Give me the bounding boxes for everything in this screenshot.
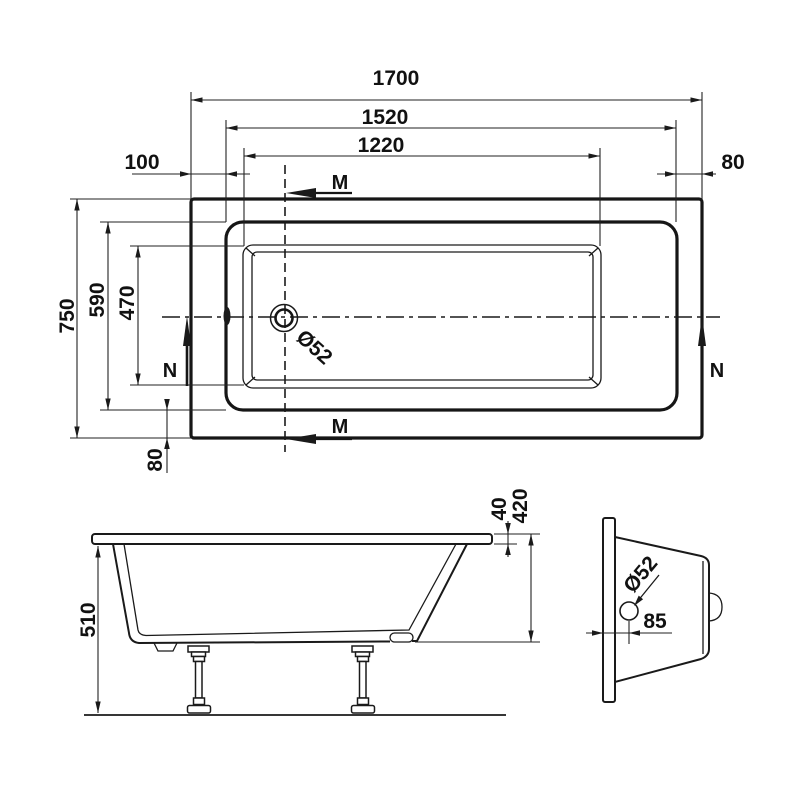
shell-inner-line: [123, 543, 457, 637]
dim-right-offset: 80: [721, 151, 744, 174]
basin-rim-edge: [224, 220, 679, 412]
dim-left-offset: 100: [124, 151, 159, 174]
arrowhead: [505, 523, 511, 534]
section-arrow-m-bottom: [286, 434, 316, 444]
section-label-n-right: N: [710, 360, 724, 382]
drain-outer-circle: [269, 303, 299, 333]
arrowhead: [634, 595, 644, 606]
side-view: 510 40 420: [77, 488, 540, 716]
dim-overall-length: 1700: [373, 67, 420, 90]
arrowhead: [164, 438, 170, 449]
plan-dimensions: 1700 1520 1220 100 80 750 590 470 80: [56, 67, 745, 473]
floor-corner-chamfers: [245, 247, 599, 386]
rim-flange: [602, 517, 616, 703]
leg-rear: [350, 645, 376, 714]
section-markers: M M N N: [163, 172, 724, 444]
section-arrow-m-top: [286, 188, 316, 198]
plan-outline: Ø52: [162, 165, 720, 452]
section-label-m-bottom: M: [332, 416, 349, 438]
top-view: Ø52 1700 1520 1220 100 80 750 590 470: [56, 67, 745, 473]
dim-shell-height: 420: [509, 488, 532, 523]
dim-floor-width: 470: [116, 285, 139, 320]
rim-outer-edge: [189, 197, 704, 440]
arrowhead: [180, 171, 191, 177]
end-shell-outline: [614, 535, 710, 684]
waste-outlet-bump: [153, 642, 178, 652]
section-label-m-top: M: [332, 172, 349, 194]
drain-hole: [619, 601, 639, 621]
arrowhead: [164, 399, 170, 410]
side-boss-bump: [708, 592, 723, 622]
arrowhead: [702, 171, 713, 177]
drain-diameter-label: Ø52: [292, 326, 337, 370]
arrowhead: [665, 171, 676, 177]
drain-diameter-label: Ø52: [619, 552, 662, 597]
arrowhead: [226, 171, 237, 177]
arrowhead: [629, 630, 640, 636]
dim-rim-height: 40: [488, 497, 511, 520]
ramp-foot-end: [389, 632, 414, 643]
arrowhead: [505, 544, 511, 555]
dim-drain-offset: 85: [643, 610, 667, 633]
dim-basin-width: 590: [86, 282, 109, 317]
dim-overall-width: 750: [56, 298, 79, 333]
leg-front: [186, 645, 212, 714]
extension-lines: [415, 533, 540, 643]
dim-floor-length: 1220: [358, 134, 405, 157]
extension-lines: [70, 92, 703, 439]
side-dimensions: 510 40 420: [77, 488, 540, 713]
section-arrow-n-left: [183, 316, 191, 346]
basin-floor-inner: [251, 251, 594, 381]
dim-rim-offset: 80: [144, 448, 167, 471]
overflow-mark: [223, 307, 231, 325]
rim-lip: [91, 533, 493, 545]
section-arrow-n-right: [698, 316, 706, 346]
end-view: Ø52 85: [586, 517, 723, 703]
drain-inner-circle: [274, 308, 294, 328]
section-label-n-left: N: [163, 360, 177, 382]
arrowhead: [592, 630, 603, 636]
dim-basin-length: 1520: [362, 106, 409, 129]
shell-outline: [112, 543, 468, 645]
dim-total-height: 510: [77, 602, 100, 637]
